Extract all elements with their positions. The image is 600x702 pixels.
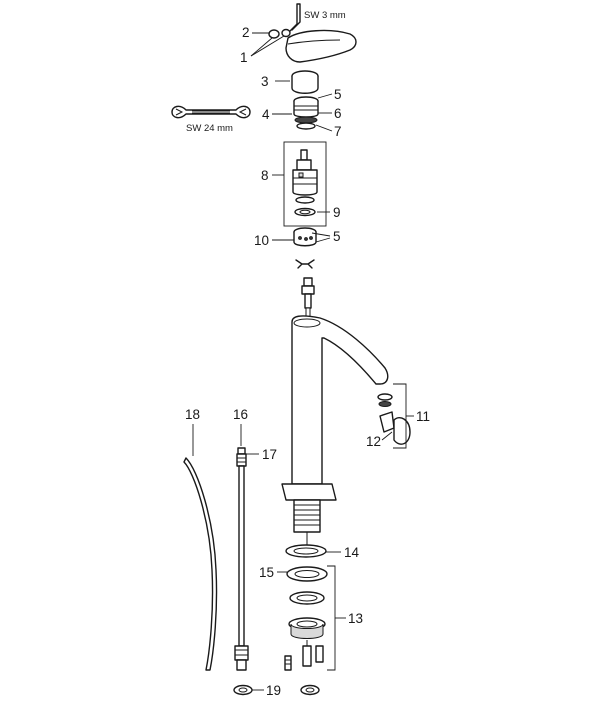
- callout-4: 4: [262, 107, 270, 122]
- part-spout-body: [281, 315, 389, 548]
- part-seat-assembly: [293, 227, 317, 247]
- callout-7: 7: [334, 124, 342, 139]
- callout-12: 12: [366, 434, 381, 449]
- part-retaining-clip: [295, 259, 315, 269]
- callout-14: 14: [344, 545, 360, 560]
- hex-key-tool: SW 3 mm: [289, 3, 346, 32]
- callout-8: 8: [261, 168, 269, 183]
- callout-10: 10: [254, 233, 269, 248]
- cartridge-bracket: [283, 141, 327, 227]
- callout-3: 3: [261, 74, 269, 89]
- callout-18: 18: [185, 407, 200, 422]
- callout-5a: 5: [334, 87, 342, 102]
- part-aerator: [377, 393, 411, 445]
- part-cover-ring: [291, 70, 319, 94]
- callout-1: 1: [240, 50, 248, 65]
- callout-6: 6: [334, 106, 342, 121]
- callout-9: 9: [333, 205, 341, 220]
- part-washer-14: [285, 544, 327, 558]
- part-cartridge: [292, 149, 318, 217]
- part-flex-wire: [183, 457, 218, 671]
- callout-5b: 5: [333, 229, 341, 244]
- part-set-screw: [268, 28, 291, 39]
- part-mounting-screws: [284, 645, 324, 671]
- part-handle-lever: [285, 29, 357, 63]
- callout-15: 15: [259, 565, 274, 580]
- hex-key-label: SW 3 mm: [304, 10, 346, 21]
- callout-2: 2: [242, 25, 250, 40]
- part-cartridge-nut: [293, 96, 319, 130]
- wrench-label: SW 24 mm: [186, 123, 233, 134]
- part-supply-hose: [234, 447, 249, 671]
- callout-11: 11: [416, 409, 430, 424]
- callout-17: 17: [262, 447, 277, 462]
- part-seal-washers: [233, 684, 320, 696]
- part-mounting-set: [286, 566, 328, 656]
- callout-16: 16: [233, 407, 248, 422]
- wrench-tool: SW 24 mm: [171, 105, 251, 134]
- callout-13: 13: [348, 611, 363, 626]
- callout-19: 19: [266, 683, 281, 698]
